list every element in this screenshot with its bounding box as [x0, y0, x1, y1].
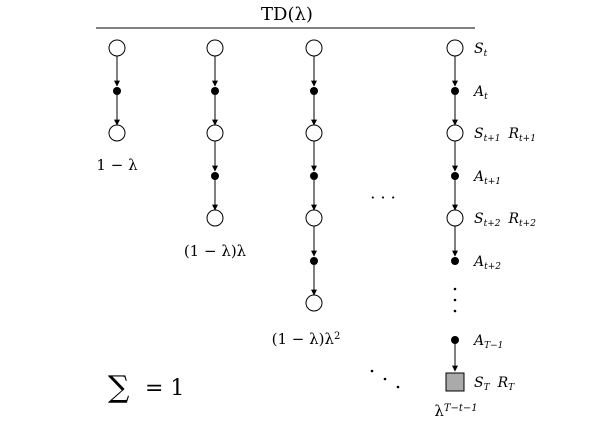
- action-node: [310, 172, 318, 180]
- state-node: [108, 39, 126, 57]
- terminal-state-node: [445, 372, 465, 392]
- weight-label-4: λT−t−1: [434, 402, 477, 420]
- sum-symbol: ∑: [108, 370, 130, 405]
- action-node: [211, 172, 219, 180]
- backup-column-4: λT−t−1: [434, 39, 478, 420]
- state-node: [206, 209, 224, 227]
- state-node: [305, 294, 323, 312]
- diagonal-ellipsis-dot: [396, 385, 400, 389]
- action-node: [451, 87, 459, 95]
- action-node: [310, 257, 318, 265]
- state-node: [446, 209, 464, 227]
- vertical-ellipsis-dot: [453, 298, 457, 302]
- state-node: [446, 124, 464, 142]
- label-a-t: At: [472, 84, 488, 102]
- state-node: [305, 39, 323, 57]
- action-node: [451, 257, 459, 265]
- backup-column-2: (1 − λ)λ: [184, 39, 247, 260]
- weight-label-2: (1 − λ)λ: [184, 242, 247, 260]
- diagonal-ellipsis-dot: [383, 377, 387, 381]
- weight-label-3: (1 − λ)λ2: [272, 330, 341, 348]
- backup-column-3: (1 − λ)λ2: [272, 39, 341, 348]
- action-node: [113, 87, 121, 95]
- diagonal-ellipsis-dot: [370, 369, 374, 373]
- state-node: [305, 209, 323, 227]
- action-node: [211, 87, 219, 95]
- weight-label-1: 1 − λ: [96, 156, 138, 174]
- action-node: [451, 336, 459, 344]
- diagram-title: TD(λ): [261, 4, 313, 25]
- state-node: [206, 124, 224, 142]
- diagonal-ellipsis: [370, 369, 400, 389]
- label-a-T-1: AT−1: [472, 333, 503, 351]
- action-node: [310, 87, 318, 95]
- sum-equals-label: = 1: [145, 376, 184, 401]
- horizontal-ellipsis: · · ·: [370, 188, 395, 207]
- state-node: [108, 124, 126, 142]
- vertical-ellipsis-dot: [453, 287, 457, 291]
- label-a-t2: At+2: [472, 254, 501, 272]
- label-a-t1: At+1: [472, 169, 501, 187]
- state-node: [206, 39, 224, 57]
- vertical-ellipsis-dot: [453, 309, 457, 313]
- label-s-t: St: [474, 41, 488, 59]
- state-node: [305, 124, 323, 142]
- action-node: [451, 172, 459, 180]
- backup-column-1: 1 − λ: [96, 39, 138, 174]
- state-node: [446, 39, 464, 57]
